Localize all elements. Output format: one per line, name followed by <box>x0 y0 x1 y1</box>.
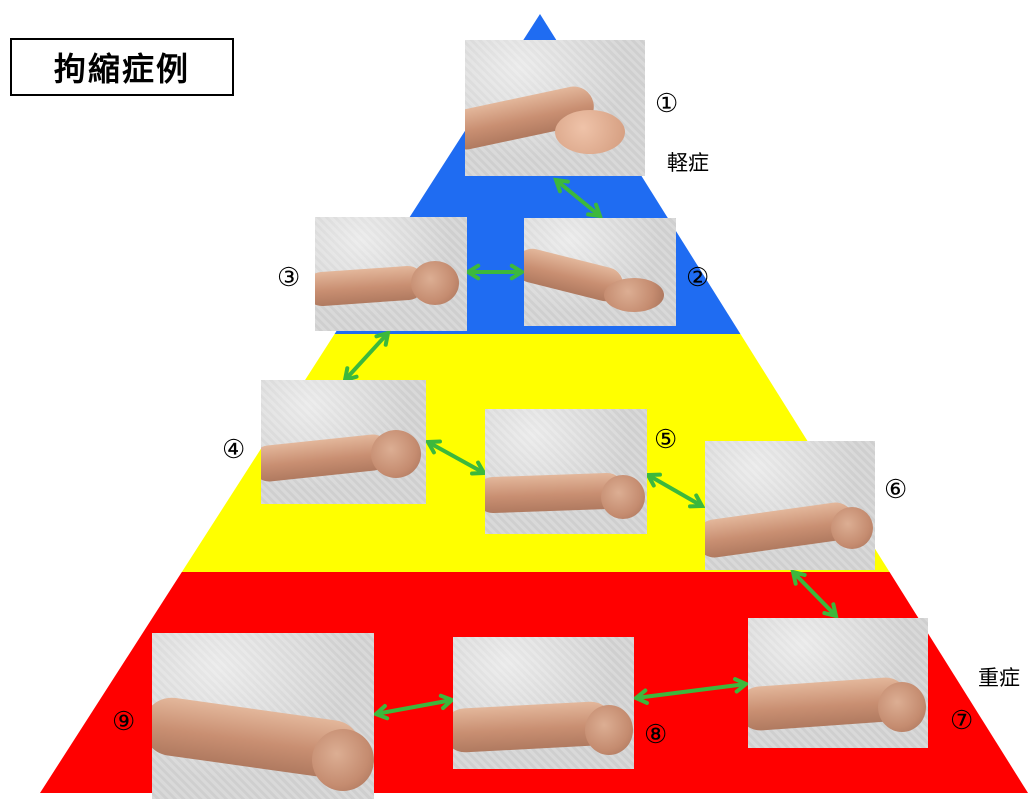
case-photo-1 <box>465 40 645 176</box>
case-photo-2 <box>524 218 676 326</box>
case-number-9: ⑨ <box>112 709 135 735</box>
case-photo-6 <box>705 441 875 570</box>
case-number-7: ⑦ <box>950 708 973 734</box>
case-photo-7 <box>748 618 928 748</box>
case-photo-9 <box>152 633 374 799</box>
case-number-1: ① <box>655 91 678 117</box>
case-number-3: ③ <box>277 265 300 291</box>
case-photo-3 <box>315 217 467 331</box>
case-photo-8 <box>453 637 634 769</box>
mild-label: 軽症 <box>667 147 709 177</box>
case-number-8: ⑧ <box>644 722 667 748</box>
severe-label: 重症 <box>978 662 1020 692</box>
case-number-6: ⑥ <box>884 477 907 503</box>
case-photo-4 <box>261 380 426 504</box>
case-number-4: ④ <box>222 437 245 463</box>
case-photo-5 <box>485 409 647 534</box>
case-number-2: ② <box>686 265 709 291</box>
case-number-5: ⑤ <box>654 427 677 453</box>
page-title: 拘縮症例 <box>10 38 234 96</box>
